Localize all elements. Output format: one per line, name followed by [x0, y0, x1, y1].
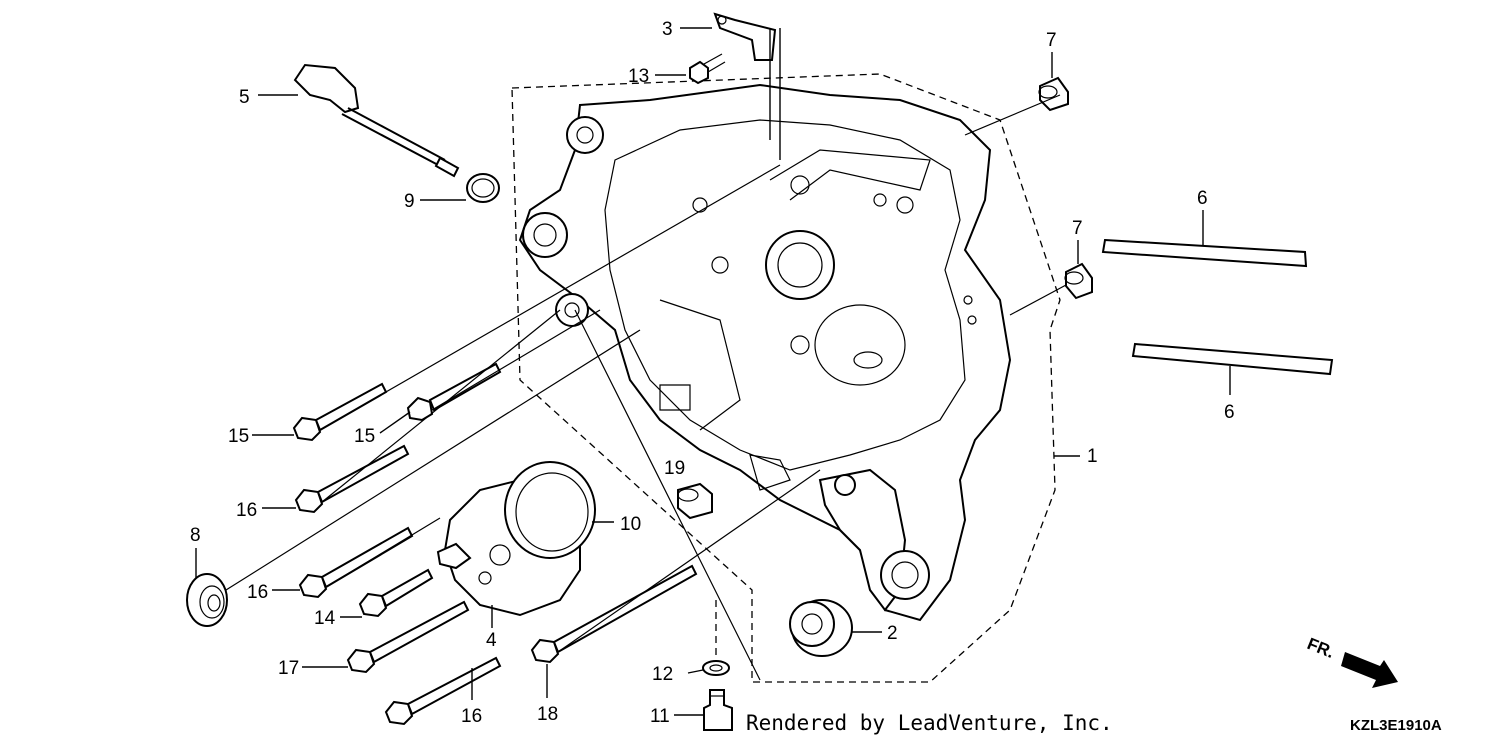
sealing-washer[interactable] [702, 660, 730, 676]
callout-6-upper: 6 [1197, 188, 1208, 209]
o-ring[interactable] [466, 173, 500, 203]
oil-seal[interactable] [186, 573, 228, 627]
bolt-16-upper[interactable] [294, 444, 410, 514]
credit-text: Rendered by LeadVenture, Inc. [746, 711, 1113, 735]
oil-pump-gear[interactable] [504, 461, 596, 559]
callout-2: 2 [887, 623, 898, 644]
callout-16-middle: 16 [247, 582, 268, 603]
oil-dipstick[interactable] [293, 63, 460, 178]
callout-17: 17 [278, 658, 299, 679]
bolt-16-lower[interactable] [384, 656, 502, 726]
callout-15-right: 15 [354, 426, 375, 447]
callout-6-lower: 6 [1224, 402, 1235, 423]
callout-10: 10 [620, 514, 641, 535]
bolt-15-right[interactable] [406, 362, 502, 422]
callout-18: 18 [537, 704, 558, 725]
dowel-pin-upper[interactable] [1038, 76, 1069, 112]
dowel-pin-lower[interactable] [1064, 262, 1093, 300]
direction-label: FR. [1305, 634, 1338, 662]
leader-lines [195, 27, 1231, 716]
callout-8: 8 [190, 525, 201, 546]
bolt-14[interactable] [358, 568, 434, 618]
stud-bolt-lower[interactable] [1131, 342, 1334, 376]
stud-bolt-upper[interactable] [1101, 238, 1308, 268]
bolt-17[interactable] [346, 600, 470, 674]
callout-11: 11 [650, 706, 670, 727]
callout-7-lower: 7 [1072, 218, 1083, 239]
alignment-lines [225, 94, 1067, 681]
callout-5: 5 [239, 87, 250, 108]
arrow-right-icon [1341, 652, 1398, 688]
drain-bolt[interactable] [703, 689, 733, 731]
callout-3: 3 [662, 19, 673, 40]
bolt-16-middle[interactable] [298, 526, 414, 599]
bolt-13[interactable] [689, 53, 726, 85]
callout-16-upper: 16 [236, 500, 257, 521]
callout-labels: 1 2 3 4 5 6 6 7 7 8 9 10 11 12 13 14 15 … [190, 19, 1235, 727]
bearing[interactable] [789, 599, 853, 657]
collar[interactable] [677, 482, 713, 520]
callout-16-lower: 16 [461, 706, 482, 727]
callout-14: 14 [314, 608, 336, 629]
crankcase[interactable] [518, 83, 1012, 622]
callout-4: 4 [486, 630, 497, 651]
callout-7-upper: 7 [1046, 30, 1057, 51]
callout-9: 9 [404, 191, 415, 212]
assembly-outline [511, 73, 1061, 683]
front-direction-indicator: FR. [1305, 634, 1398, 688]
callout-12: 12 [652, 664, 673, 685]
diagram-code: KZL3E1910A [1350, 717, 1442, 734]
callout-15-left: 15 [228, 426, 249, 447]
callout-13: 13 [628, 66, 649, 87]
bracket[interactable] [713, 12, 777, 61]
callout-19: 19 [664, 458, 685, 479]
callout-1: 1 [1087, 446, 1098, 467]
